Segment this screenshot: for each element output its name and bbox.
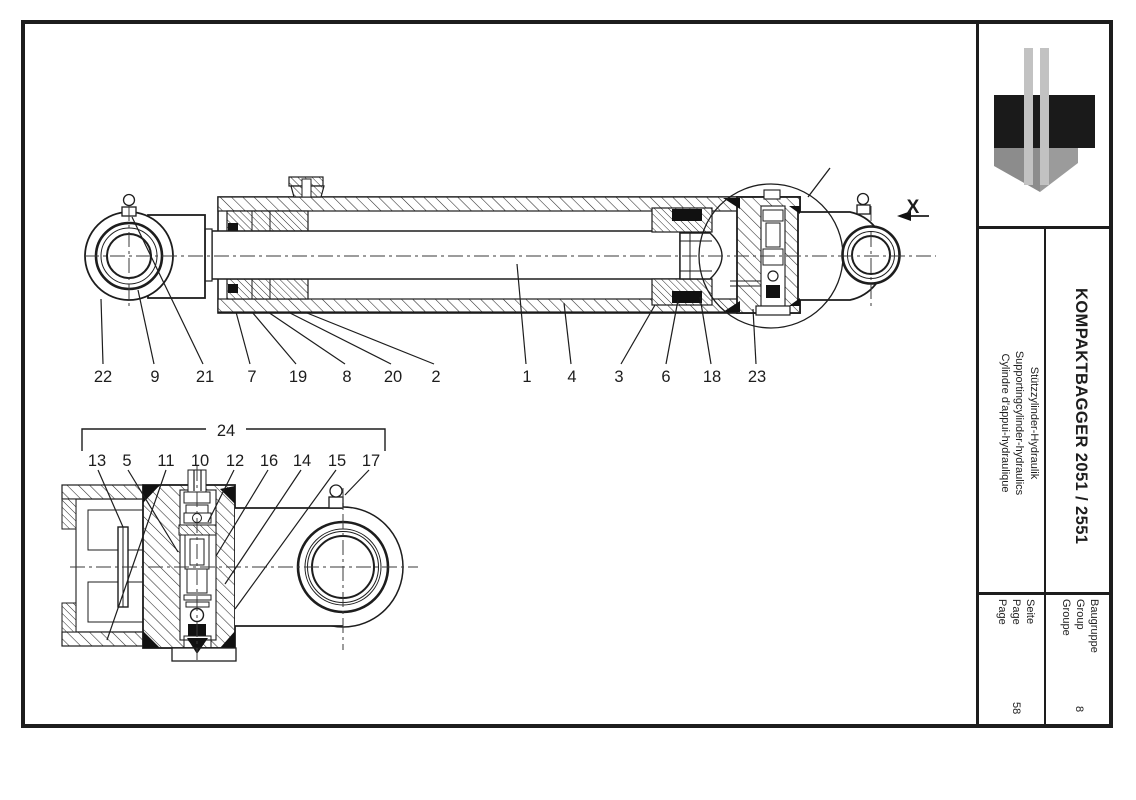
callout-number: 14 — [293, 452, 311, 470]
main-callouts: 22 9 21 7 19 8 20 2 1 4 3 6 18 23 X — [94, 197, 920, 386]
callout-number: 11 — [157, 452, 174, 470]
callout-number: 15 — [328, 452, 346, 470]
detail-leader-lines — [97, 469, 370, 641]
callout-number: 10 — [191, 452, 209, 470]
callout-number: 3 — [614, 368, 623, 386]
callout-number: 6 — [661, 368, 670, 386]
callout-number: 20 — [384, 368, 402, 386]
callout-number: 12 — [226, 452, 244, 470]
rod-eye — [84, 193, 206, 301]
callout-number: 18 — [703, 368, 721, 386]
centerlines — [84, 206, 936, 310]
leader-lines — [100, 216, 757, 365]
callout-number: 19 — [289, 368, 307, 386]
detail-arrow-icon — [897, 211, 911, 221]
grease-nipple-icon — [856, 192, 871, 215]
piston-rod — [211, 230, 681, 280]
detail-piston — [61, 484, 144, 647]
main-assembly-view: 22 9 21 7 19 8 20 2 1 4 3 6 18 23 X — [84, 167, 936, 386]
callout-number: 13 — [88, 452, 106, 470]
callout-number: 5 — [122, 452, 131, 470]
bracket-label: 24 — [217, 422, 235, 440]
detail-callouts: 24 13 5 11 10 12 16 14 15 17 — [88, 422, 380, 470]
detail-centerlines — [70, 466, 418, 660]
callout-number: 16 — [260, 452, 278, 470]
detail-eye — [235, 484, 404, 628]
callout-number: 21 — [196, 368, 214, 386]
cylinder-head-gland — [226, 210, 309, 300]
detail-x-label: X — [907, 197, 920, 218]
callout-number: 9 — [150, 368, 159, 386]
titleblock-column-divider — [1044, 226, 1046, 724]
callout-number: 8 — [342, 368, 351, 386]
piston — [651, 207, 723, 306]
grease-nipple-icon — [328, 484, 344, 509]
callout-number: 7 — [247, 368, 256, 386]
port-boss — [288, 176, 325, 198]
titleblock-left-divider — [976, 24, 979, 724]
seal-kit-bracket — [81, 428, 386, 451]
callout-number: 2 — [431, 368, 440, 386]
cap-eye — [789, 192, 901, 306]
callout-number: 1 — [522, 368, 531, 386]
page-border-frame — [21, 20, 1113, 728]
callout-number: 17 — [362, 452, 380, 470]
callout-number: 22 — [94, 368, 112, 386]
callout-number: 23 — [748, 368, 766, 386]
detail-x-marker — [698, 167, 929, 329]
detail-view: 24 13 5 11 10 12 16 14 15 17 — [61, 422, 418, 662]
brand-logo-icon — [994, 48, 1095, 192]
callout-number: 4 — [567, 368, 576, 386]
